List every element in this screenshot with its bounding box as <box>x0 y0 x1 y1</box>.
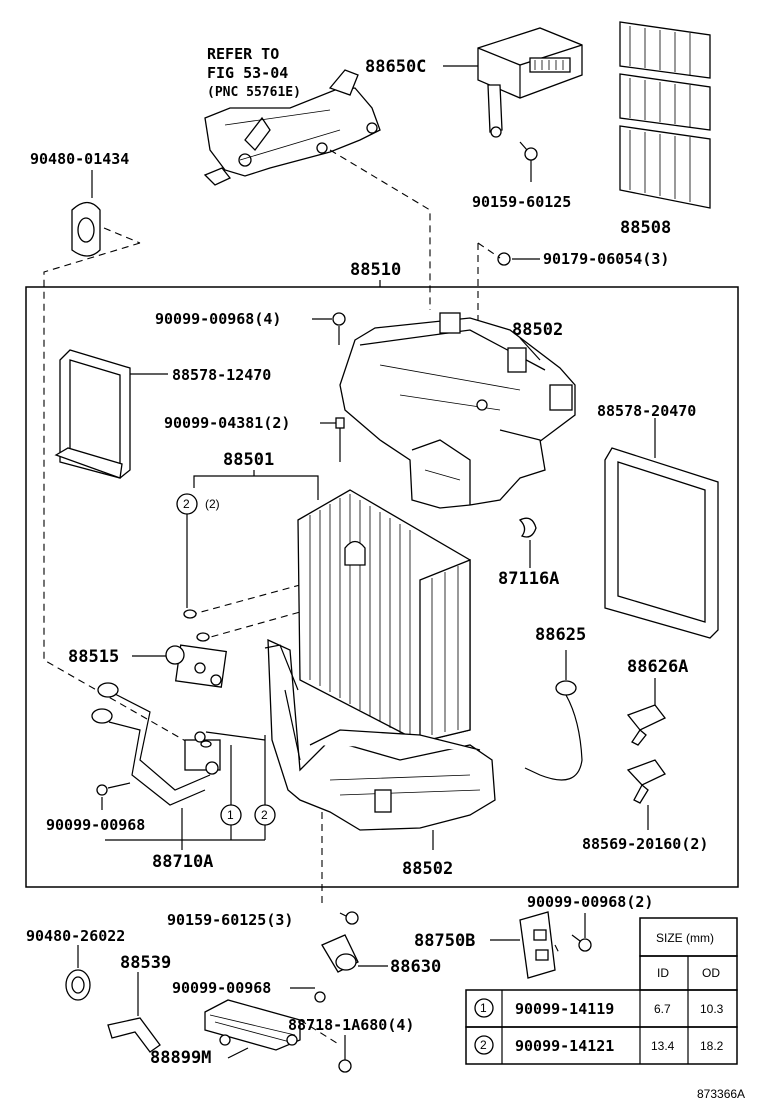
size-row-2-id: 13.4 <box>651 1039 675 1053</box>
label-88502-top: 88502 <box>512 320 563 340</box>
grommet-90480-26022 <box>65 945 91 1001</box>
size-row-2-part: 90099-14121 <box>515 1037 614 1055</box>
bolt-90099-00968-2 <box>571 913 592 952</box>
label-90480-26022: 90480-26022 <box>26 927 125 945</box>
label-90099-04381: 90099-04381(2) <box>164 414 290 432</box>
label-88510: 88510 <box>350 260 401 280</box>
callout-1-lower-num: 1 <box>227 808 234 822</box>
bolt-88718-1a680 <box>338 1035 352 1073</box>
label-88630: 88630 <box>390 957 441 977</box>
size-row-2-mark: 2 <box>480 1038 487 1052</box>
bracket-88750b <box>519 911 556 979</box>
label-90159-60125-3: 90159-60125(3) <box>167 911 293 929</box>
screw-90159-60125 <box>519 141 538 182</box>
bolt-90099-00968-4 <box>332 312 346 345</box>
size-row-2-od: 18.2 <box>700 1039 724 1053</box>
size-table <box>465 917 738 1065</box>
relay-88630 <box>321 934 359 973</box>
evaporator-88501 <box>297 489 471 743</box>
drain-hose-88539 <box>107 972 161 1053</box>
label-90099-00968-left: 90099-00968 <box>46 816 145 834</box>
seal-88578-20470 <box>604 447 719 639</box>
clip-87116a <box>518 517 537 568</box>
refer-line-1: REFER TO <box>207 45 279 63</box>
label-90480-01434: 90480-01434 <box>30 150 129 168</box>
air-filter-88508 <box>619 21 711 209</box>
refer-line-3: (PNC 55761E) <box>207 85 301 100</box>
label-88502-bottom: 88502 <box>402 859 453 879</box>
callout-2-upper-qty: (2) <box>205 497 220 511</box>
blower-bracket-assembly <box>203 69 381 186</box>
heater-case-88502-upper <box>339 312 576 509</box>
callout-2-upper-num: 2 <box>183 497 190 511</box>
label-88578-20470: 88578-20470 <box>597 402 696 420</box>
bolt-90099-00968-left <box>96 782 131 796</box>
label-90099-00968-2: 90099-00968(2) <box>527 893 653 911</box>
callout-2-upper <box>176 493 198 608</box>
label-88569-20160: 88569-20160(2) <box>582 835 708 853</box>
label-88899m: 88899M <box>150 1048 211 1068</box>
callout-2-lower-num: 2 <box>261 808 268 822</box>
figure-id: 873366A <box>697 1087 745 1101</box>
label-88508: 88508 <box>620 218 671 238</box>
label-88718-1a680: 88718-1A680(4) <box>288 1016 414 1034</box>
clip-90179-06054 <box>497 252 540 266</box>
control-module-88650c <box>477 27 583 138</box>
size-table-title: SIZE (mm) <box>656 931 714 945</box>
size-row-1-od: 10.3 <box>700 1002 724 1016</box>
label-87116a: 87116A <box>498 569 559 589</box>
screw-90159-60125-3 <box>339 911 359 925</box>
label-88515: 88515 <box>68 647 119 667</box>
label-88539: 88539 <box>120 953 171 973</box>
heater-case-88502-lower <box>264 638 496 831</box>
pipe-assembly-88710a <box>91 682 221 806</box>
label-90099-00968-4: 90099-00968(4) <box>155 310 281 328</box>
label-90099-00968-bottom: 90099-00968 <box>172 979 271 997</box>
size-table-col-od: OD <box>702 966 720 980</box>
label-88650c: 88650C <box>365 57 426 77</box>
label-88625: 88625 <box>535 625 586 645</box>
label-90179-06054: 90179-06054(3) <box>543 250 669 268</box>
sensor-88625 <box>524 650 583 781</box>
size-table-col-id: ID <box>657 966 669 980</box>
grommet-90480-01434 <box>71 170 101 257</box>
label-88626a: 88626A <box>627 657 688 677</box>
label-88578-12470: 88578-12470 <box>172 366 271 384</box>
label-90159-60125: 90159-60125 <box>472 193 571 211</box>
connector-88569-20160 <box>626 759 666 830</box>
bolt-90099-00968-bottom <box>290 987 326 1003</box>
expansion-valve-88515 <box>165 644 228 688</box>
connector-88626a <box>626 678 667 746</box>
seal-88578-12470 <box>54 349 131 479</box>
size-row-1-id: 6.7 <box>654 1002 671 1016</box>
label-88501: 88501 <box>223 450 274 470</box>
label-88750b: 88750B <box>414 931 475 951</box>
assembly-frame <box>25 286 739 888</box>
duct-88899m <box>204 999 301 1051</box>
size-row-1-part: 90099-14119 <box>515 1000 614 1018</box>
size-row-1-mark: 1 <box>480 1001 487 1015</box>
label-88710a: 88710A <box>152 852 213 872</box>
bolt-90099-04381 <box>320 417 345 462</box>
refer-line-2: FIG 53-04 <box>207 64 288 82</box>
